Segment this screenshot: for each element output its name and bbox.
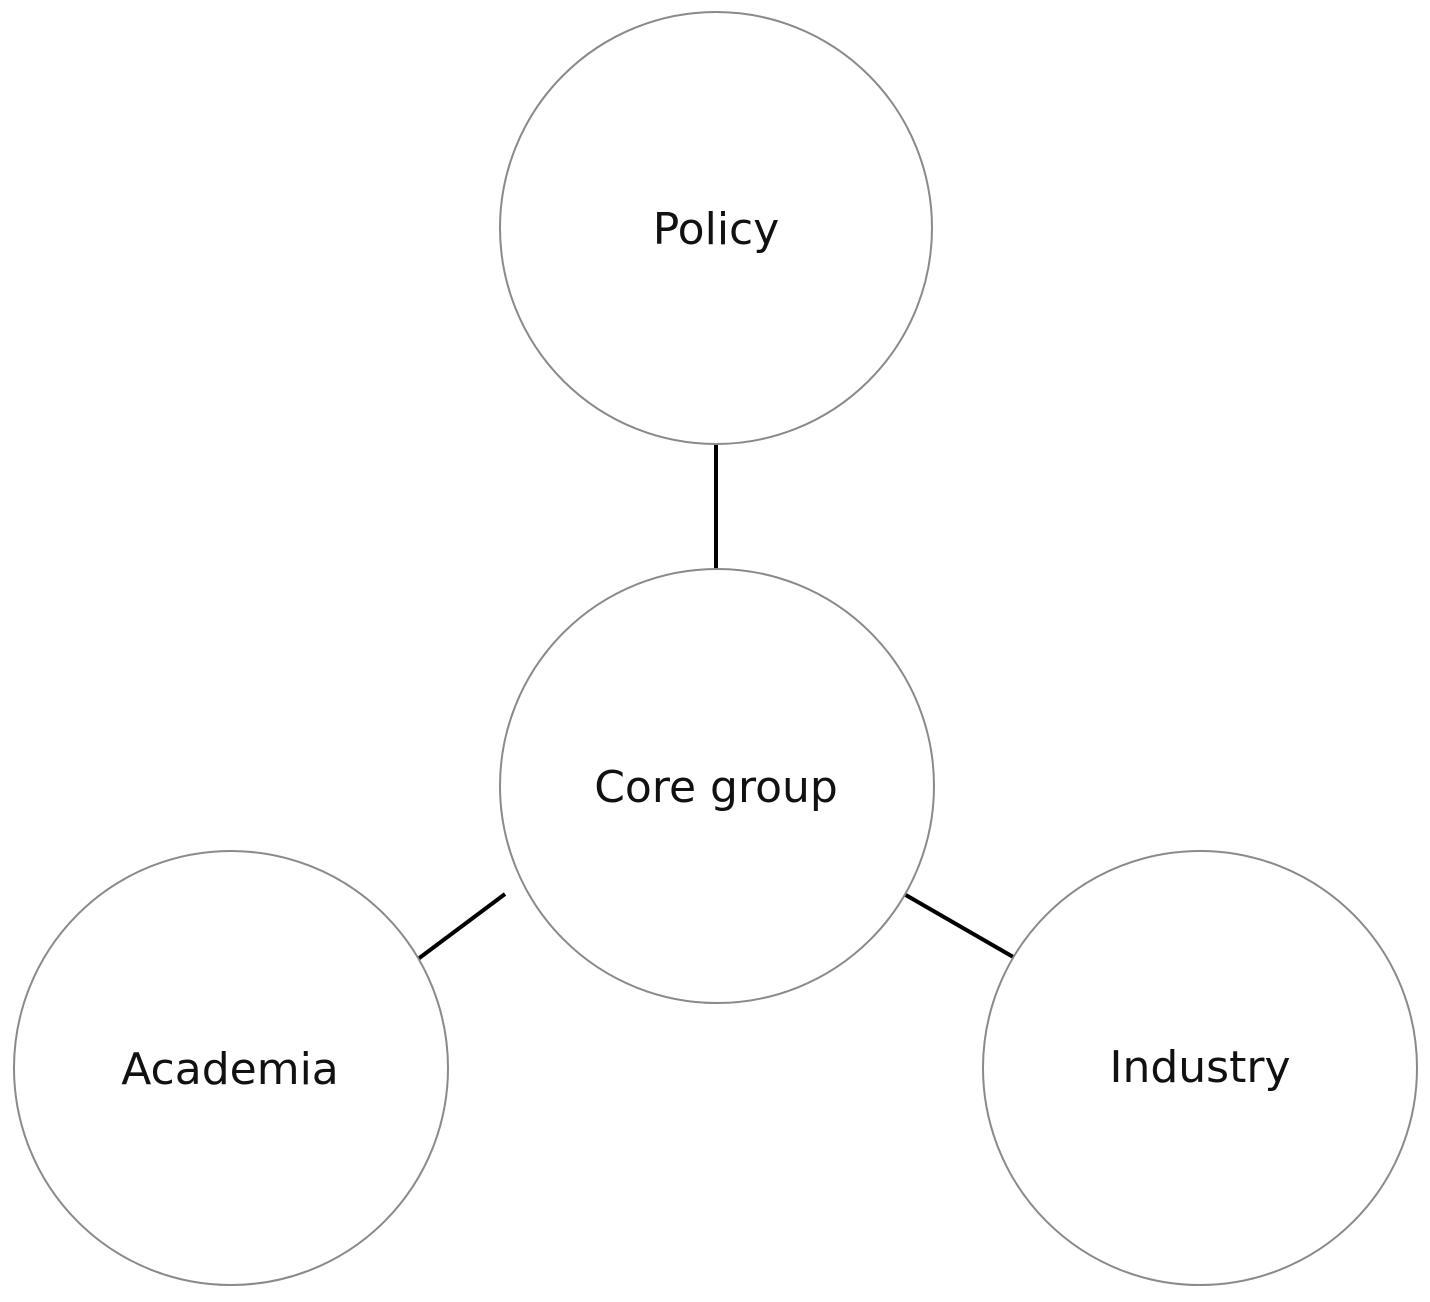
node-core-group: Core group	[499, 568, 935, 1004]
edge-core-industry	[903, 892, 1016, 960]
academia-label: Academia	[121, 1044, 339, 1095]
academia-circle	[13, 850, 449, 1286]
core-group-circle	[499, 568, 935, 1004]
policy-label: Policy	[653, 204, 780, 255]
node-academia: Academia	[13, 850, 449, 1286]
policy-circle	[499, 11, 933, 445]
industry-label: Industry	[1110, 1042, 1291, 1093]
node-industry: Industry	[982, 850, 1418, 1286]
industry-circle	[982, 850, 1418, 1286]
node-policy: Policy	[499, 11, 933, 445]
core-group-label: Core group	[594, 762, 838, 813]
edge-core-academia	[416, 892, 507, 961]
